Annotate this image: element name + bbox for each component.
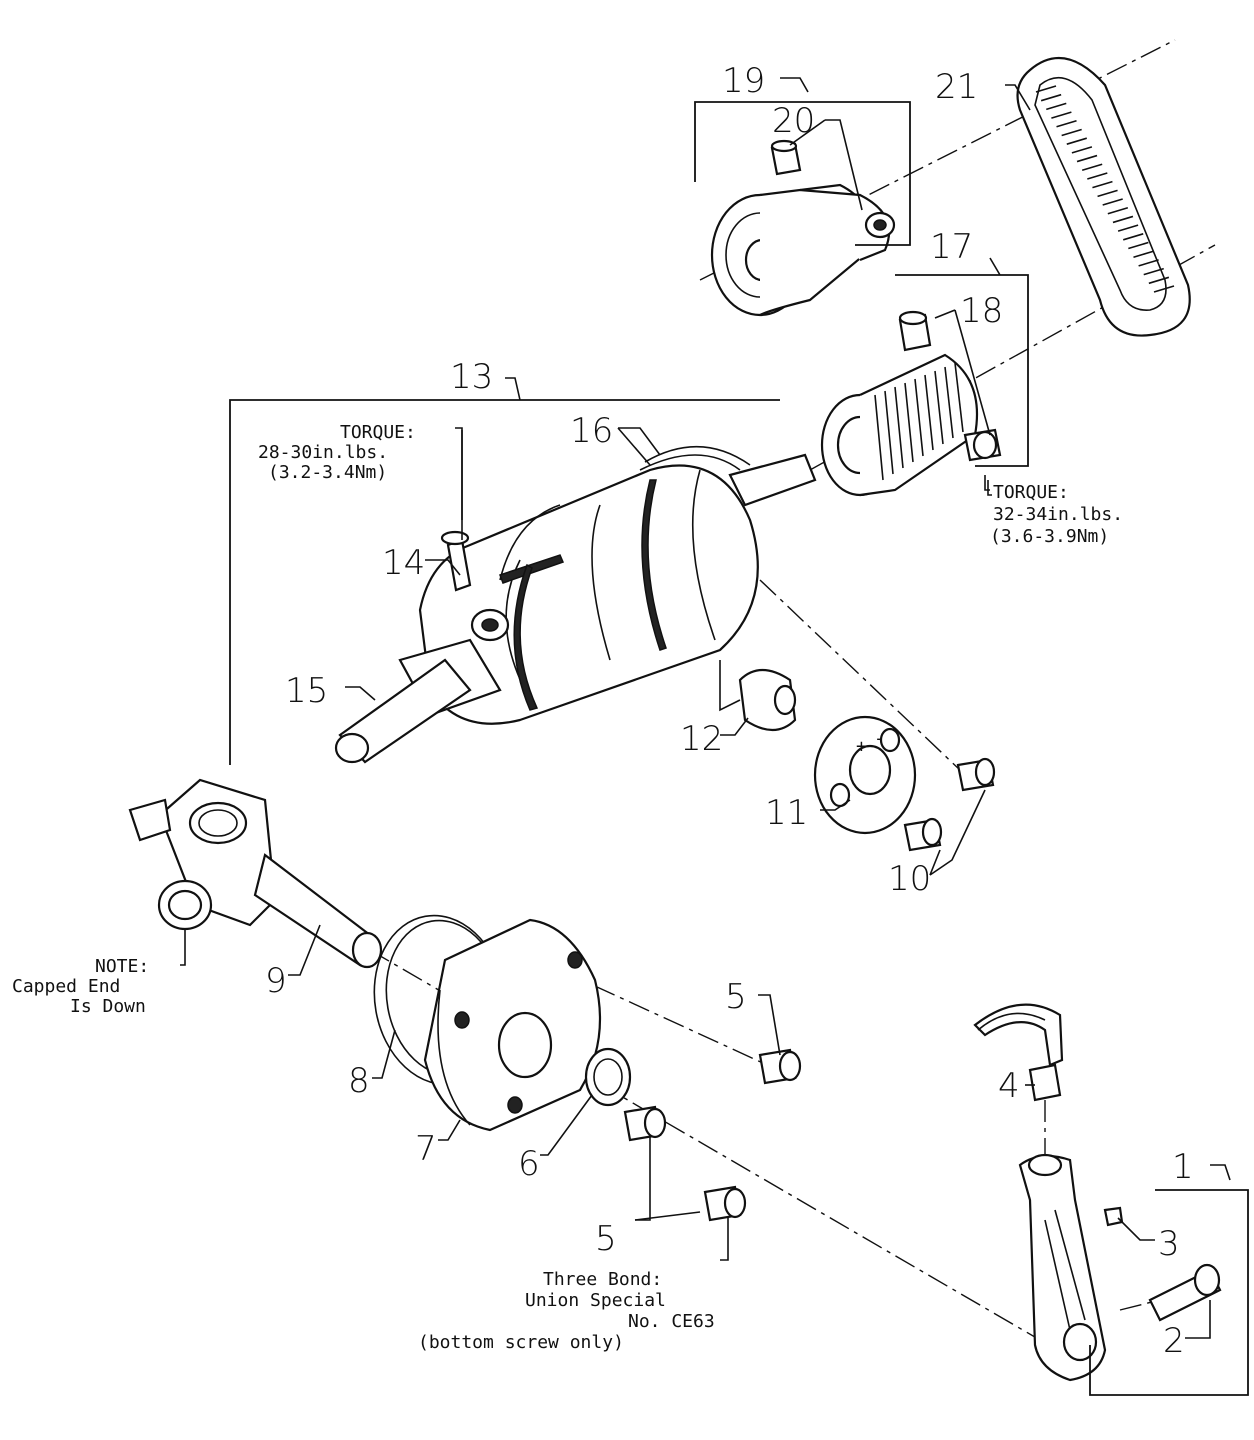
callout-16: 16 bbox=[570, 411, 613, 451]
leader-lines bbox=[180, 77, 1231, 1339]
callout-10: 10 bbox=[888, 859, 931, 899]
main-cylinder bbox=[334, 445, 817, 764]
belt-tooth bbox=[1122, 233, 1144, 241]
callout-12: 12 bbox=[680, 719, 723, 759]
callout-2: 2 bbox=[1163, 1321, 1185, 1361]
belt-tooth bbox=[1087, 172, 1108, 180]
belt-tooth bbox=[1066, 137, 1088, 145]
plate-polarity-marks: + - bbox=[856, 728, 885, 757]
belt-tooth bbox=[1056, 120, 1077, 128]
belt-tooth bbox=[1112, 215, 1134, 224]
timing-belt bbox=[1016, 56, 1191, 337]
callout-5-top: 5 bbox=[725, 977, 747, 1017]
callout-4: 4 bbox=[998, 1066, 1020, 1106]
lower-sprocket bbox=[820, 310, 1002, 497]
callout-20: 20 bbox=[772, 101, 815, 141]
upper-pulley bbox=[710, 139, 896, 317]
callout-8: 8 bbox=[348, 1061, 370, 1101]
three-bond-line-1: Three Bond: bbox=[543, 1269, 662, 1290]
callout-11: 11 bbox=[765, 793, 808, 833]
callout-15: 15 bbox=[285, 671, 328, 711]
three-bond-note: Three Bond: Union Special No. CE63 (bott… bbox=[418, 1269, 715, 1353]
belt-tooth bbox=[1128, 241, 1149, 250]
sprocket-ridge bbox=[954, 362, 964, 433]
belt-tooth bbox=[1061, 128, 1082, 137]
torque-14-line-3: (3.2-3.4Nm) bbox=[268, 462, 387, 483]
torque-note-14: TORQUE: 28-30in.lbs. (3.2-3.4Nm) bbox=[258, 422, 416, 483]
callout-17: 17 bbox=[930, 227, 973, 267]
callout-21: 21 bbox=[935, 67, 978, 107]
belt-tooth bbox=[1035, 85, 1057, 93]
belt-tooth bbox=[1143, 267, 1164, 276]
callout-18: 18 bbox=[960, 291, 1003, 331]
sprocket-ridge bbox=[924, 374, 934, 451]
three-bond-line-2: Union Special bbox=[525, 1290, 666, 1311]
capped-end-note: NOTE: Capped End Is Down bbox=[12, 956, 149, 1017]
sprocket-ridge bbox=[934, 370, 944, 445]
belt-tooth bbox=[1148, 276, 1170, 285]
torque-18-line-3: (3.6-3.9Nm) bbox=[990, 526, 1109, 547]
torque-18-line-1: TORQUE: bbox=[993, 482, 1069, 503]
sprocket-ridge bbox=[894, 386, 904, 469]
belt-tooth bbox=[1097, 189, 1118, 198]
callout-7: 7 bbox=[415, 1129, 437, 1169]
adjuster-plate bbox=[738, 668, 996, 852]
belt-tooth bbox=[1117, 224, 1139, 232]
three-bond-line-4: (bottom screw only) bbox=[418, 1332, 624, 1353]
torque-note-18: TORQUE: 32-34in.lbs. (3.6-3.9Nm) bbox=[990, 482, 1123, 547]
cross-block bbox=[128, 778, 383, 969]
callout-3: 3 bbox=[1158, 1224, 1180, 1264]
callout-numbers: 1 2 3 4 5 5 6 7 8 9 10 11 12 13 14 15 16… bbox=[265, 61, 1194, 1361]
belt-tooth bbox=[1138, 259, 1159, 267]
sprocket-ridge bbox=[874, 394, 884, 481]
belt-tooth bbox=[1133, 250, 1154, 258]
torque-14-line-1: TORQUE: bbox=[340, 422, 416, 443]
torque-14-line-2: 28-30in.lbs. bbox=[258, 442, 388, 463]
belt-tooth bbox=[1081, 163, 1103, 172]
flange-plate bbox=[373, 914, 802, 1222]
callout-14: 14 bbox=[382, 543, 425, 583]
belt-tooth bbox=[1107, 206, 1129, 215]
belt-tooth bbox=[1153, 285, 1175, 293]
sprocket-ridge bbox=[904, 382, 914, 463]
belt-tooth bbox=[1040, 93, 1062, 102]
callout-1: 1 bbox=[1172, 1147, 1194, 1187]
lever-assembly bbox=[973, 1003, 1222, 1382]
torque-18-line-2: 32-34in.lbs. bbox=[993, 504, 1123, 525]
belt-tooth bbox=[1071, 146, 1093, 154]
sprocket-ridge bbox=[944, 366, 954, 439]
three-bond-line-3: No. CE63 bbox=[628, 1311, 715, 1332]
capped-end-line-3: Is Down bbox=[70, 996, 146, 1017]
capped-end-line-2: Capped End bbox=[12, 976, 120, 997]
callout-5-bottom: 5 bbox=[595, 1219, 617, 1259]
group-brackets bbox=[229, 101, 1249, 1396]
callout-19: 19 bbox=[722, 61, 765, 101]
belt-tooth bbox=[1051, 111, 1072, 119]
plate-plus-mark: + bbox=[856, 736, 867, 757]
belt-tooth bbox=[1102, 198, 1123, 206]
belt-tooth bbox=[1092, 180, 1113, 189]
capped-end-line-1: NOTE: bbox=[95, 956, 149, 977]
belt-tooth bbox=[1046, 102, 1067, 111]
callout-9: 9 bbox=[265, 961, 287, 1001]
sprocket-ridge bbox=[914, 378, 924, 457]
plate-minus-mark: - bbox=[874, 728, 885, 749]
callout-13: 13 bbox=[450, 357, 493, 397]
belt-tooth bbox=[1076, 154, 1098, 163]
callout-6: 6 bbox=[518, 1144, 540, 1184]
sprocket-ridge bbox=[884, 390, 894, 475]
